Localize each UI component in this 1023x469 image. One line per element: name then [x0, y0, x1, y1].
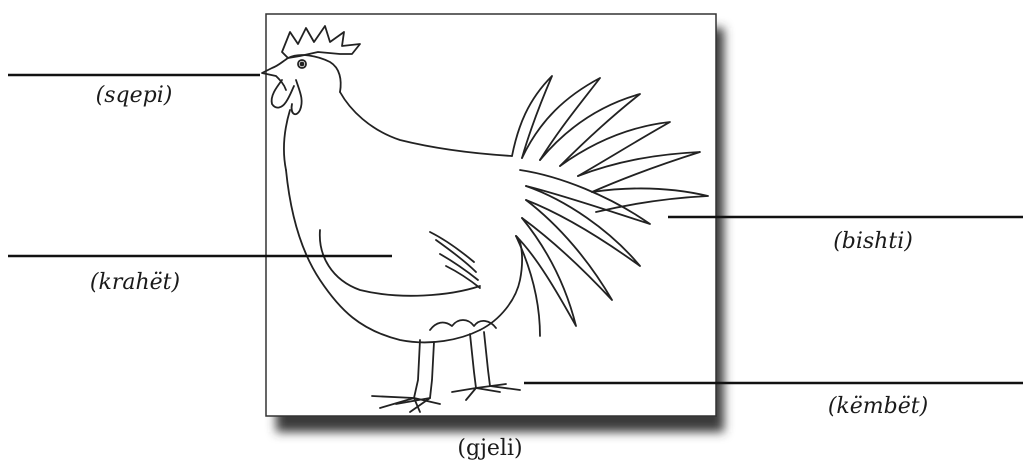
label-legs: (këmbët): [808, 394, 948, 419]
stamp-frame: [266, 14, 716, 416]
label-beak: (sqepi): [74, 83, 194, 108]
label-tail: (bishti): [808, 229, 938, 254]
label-wings: (krahët): [65, 270, 205, 295]
figure-caption: (gjeli): [420, 436, 560, 461]
